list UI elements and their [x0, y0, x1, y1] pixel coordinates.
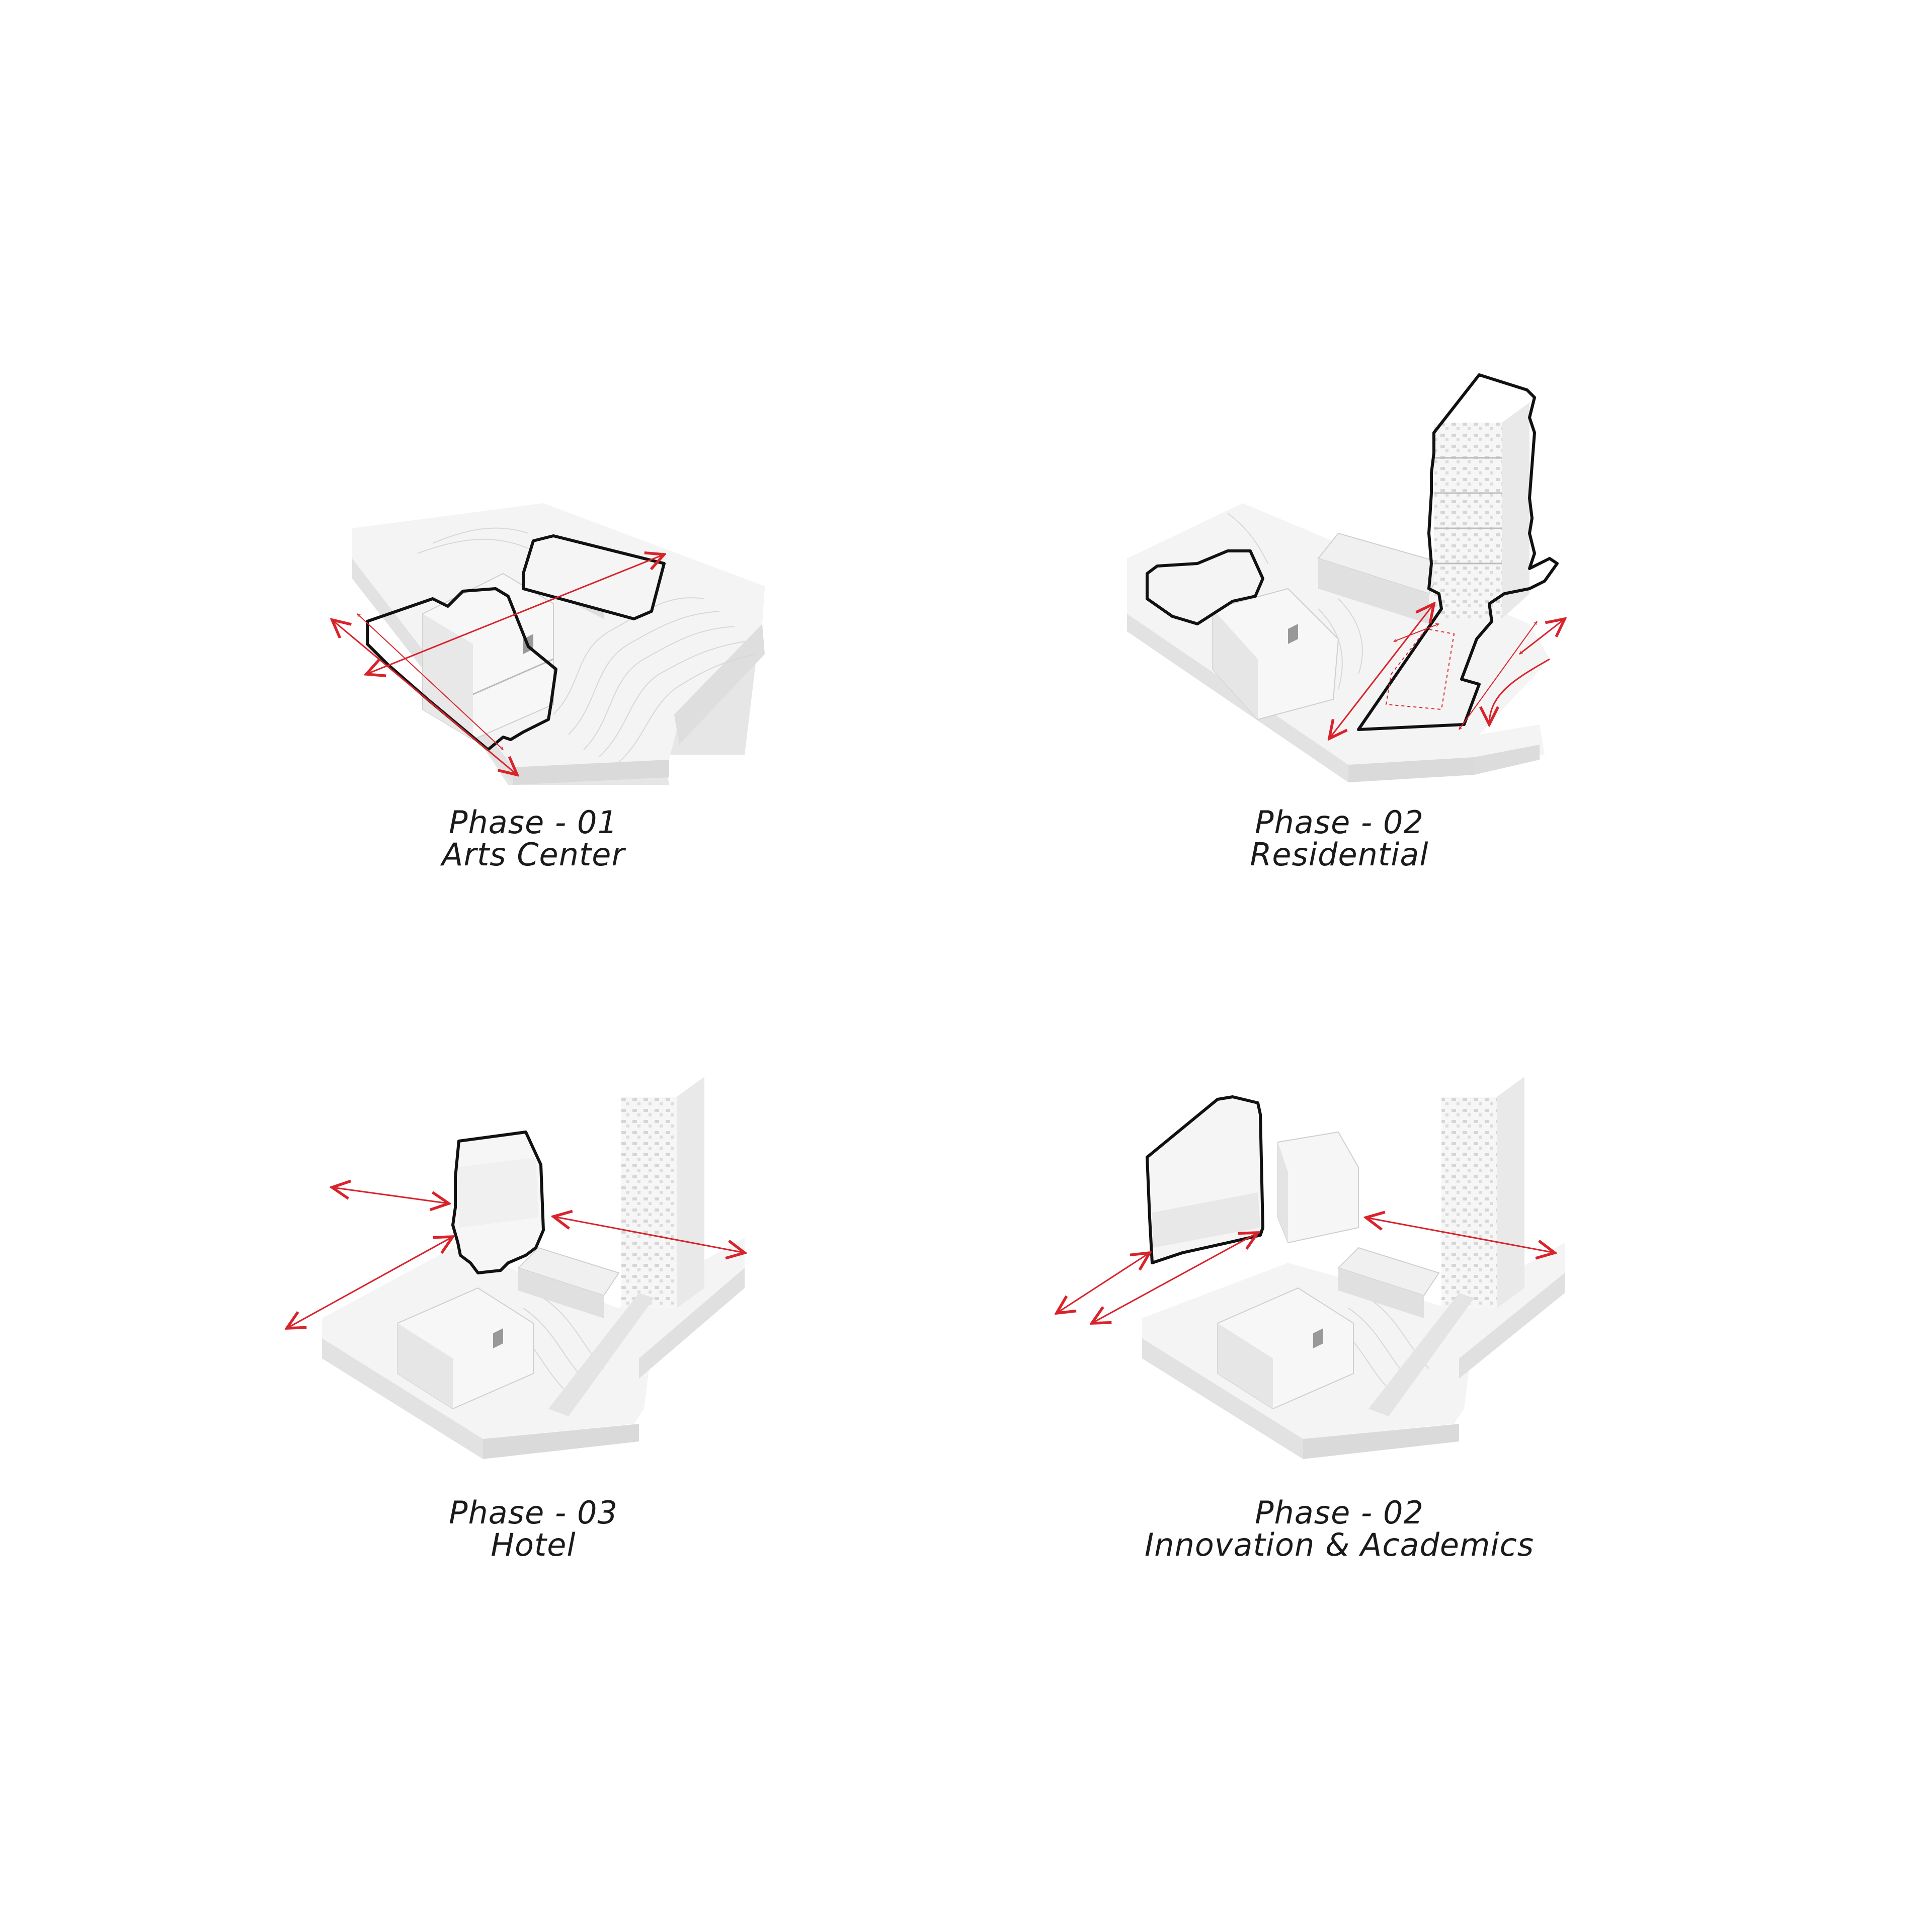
arrow-east: [1366, 1218, 1555, 1253]
caption-phase-02: Phase - 02 Residential: [1063, 807, 1616, 871]
warehouse-massing: [517, 1247, 620, 1318]
pedestrian-ramp: [1369, 1293, 1474, 1416]
site-model-phase-03: [287, 1077, 745, 1459]
promenade-zone: [1385, 628, 1455, 710]
arrow-west-upper: [1057, 1253, 1150, 1313]
residential-tower: [1434, 403, 1530, 619]
caption-phase-04: Phase - 02 Innovation & Academics: [1063, 1497, 1616, 1561]
arrow-street-edge: [1519, 619, 1565, 655]
pedestrian-ramp: [548, 1293, 654, 1416]
phase-title: Phase - 02: [1255, 804, 1424, 841]
residential-outline: [1357, 373, 1559, 731]
phase-subtitle: Residential: [1250, 836, 1429, 873]
arrow-west-lower: [1092, 1233, 1258, 1323]
arrow-west-lower: [287, 1237, 453, 1328]
arrow-street-curve: [1489, 658, 1550, 725]
phase-subtitle: Hotel: [491, 1526, 576, 1563]
arrow-west-upper: [332, 1187, 449, 1203]
phase-title: Phase - 01: [449, 804, 618, 841]
circulation-arrows: [1329, 604, 1565, 739]
tower-massing: [1441, 1077, 1524, 1308]
hotel-massing: [1277, 1131, 1359, 1244]
arrow-promenade-inner: [1394, 624, 1439, 641]
arts-center-outline: [1146, 549, 1264, 625]
tower-massing: [621, 1077, 704, 1308]
site-model-phase-01: [332, 503, 765, 785]
caption-phase-03: Phase - 03 Hotel: [257, 1497, 810, 1561]
phase-subtitle: Arts Center: [442, 836, 625, 873]
circulation-arrows: [287, 1187, 745, 1328]
phase-title: Phase - 02: [1255, 1494, 1424, 1531]
site-model-phase-02: [1127, 373, 1565, 782]
arts-center-massing: [1212, 588, 1339, 720]
arrow-east: [553, 1217, 745, 1253]
caption-phase-01: Phase - 01 Arts Center: [257, 807, 810, 871]
warehouse-massing: [1337, 1247, 1440, 1318]
hotel-massing-face: [458, 1157, 538, 1228]
site-model-phase-04: [1057, 1077, 1565, 1459]
phase-title: Phase - 03: [449, 1494, 618, 1531]
arrow-frontage-secondary: [357, 613, 503, 750]
circulation-arrows: [1057, 1218, 1555, 1323]
phase-subtitle: Innovation & Academics: [1144, 1526, 1535, 1563]
circulation-arrows: [332, 554, 664, 775]
